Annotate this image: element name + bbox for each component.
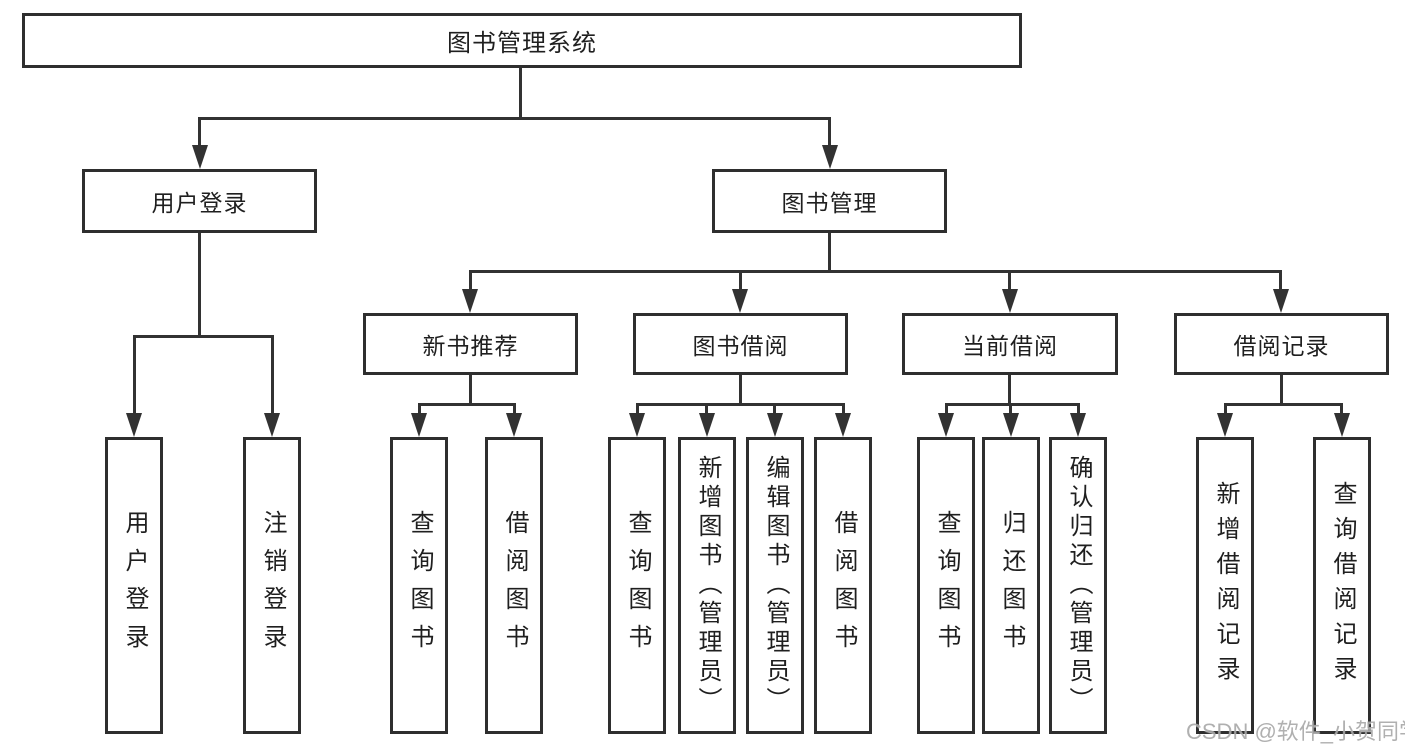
node-confirm-return-admin: 确认归还（管理员） [1049,437,1107,734]
node-current-borrowing: 当前借阅 [902,313,1118,375]
node-user-login: 用户登录 [82,169,317,233]
arrow-down-icon [264,413,280,437]
arrow-down-icon [1003,413,1019,437]
node-logout: 注销登录 [243,437,301,734]
arrow-down-icon [192,145,208,169]
connector-line [198,117,831,120]
connector-line [1009,403,1012,416]
node-return-books: 归还图书 [982,437,1040,734]
connector-line [418,403,421,416]
arrow-down-icon [1002,289,1018,313]
node-query-books-current: 查询图书 [917,437,975,734]
node-label: 用户登录 [151,190,248,216]
connector-line [1340,403,1343,416]
arrow-down-icon [1334,413,1350,437]
connector-line [198,117,201,149]
connector-line [945,403,1080,406]
connector-line [828,117,831,149]
arrow-down-icon [1273,289,1289,313]
node-library-management-system: 图书管理系统 [22,13,1022,68]
connector-line [945,403,948,416]
connector-line [418,403,516,406]
arrow-down-icon [462,289,478,313]
connector-line [636,403,639,416]
node-label: 新增图书（管理员） [694,455,721,716]
arrow-down-icon [1070,413,1086,437]
connector-line [705,403,708,416]
connector-line [133,335,274,338]
connector-line [1224,403,1227,416]
node-label: 借阅记录 [1233,333,1330,359]
node-label: 借阅图书 [501,509,528,662]
arrow-down-icon [835,413,851,437]
connector-line [636,403,845,406]
node-label: 编辑图书（管理员） [762,455,789,716]
node-add-books-admin: 新增图书（管理员） [678,437,736,734]
arrow-down-icon [1217,413,1233,437]
node-query-books-borrowing: 查询图书 [608,437,666,734]
connector-line [842,403,845,416]
connector-line [1008,375,1011,406]
connector-line [519,68,522,118]
node-book-management: 图书管理 [712,169,947,233]
connector-line [773,403,776,416]
node-label: 查询借阅记录 [1329,480,1356,691]
arrow-down-icon [126,413,142,437]
connector-line [1224,403,1343,406]
connector-line [469,375,472,406]
connector-line [1008,270,1011,292]
node-label: 查询图书 [933,509,960,662]
connector-line [1077,403,1080,416]
node-borrow-books: 借阅图书 [814,437,872,734]
arrow-down-icon [629,413,645,437]
node-label: 归还图书 [998,509,1025,662]
node-edit-books-admin: 编辑图书（管理员） [746,437,804,734]
node-query-books-recommend: 查询图书 [390,437,448,734]
connector-line [469,270,1282,273]
connector-line [739,270,742,292]
node-label: 图书管理 [781,190,878,216]
arrow-down-icon [767,413,783,437]
node-new-book-recommendation: 新书推荐 [363,313,578,375]
node-label: 注销登录 [259,509,286,662]
arrow-down-icon [732,289,748,313]
watermark: CSDN @软件_小贺同学 [1186,719,1405,744]
node-query-borrow-record: 查询借阅记录 [1313,437,1371,734]
node-label: 用户登录 [121,509,148,662]
node-label: 新增借阅记录 [1212,480,1239,691]
node-label: 当前借阅 [962,333,1058,359]
node-label: 确认归还（管理员） [1065,455,1092,716]
connector-line [469,270,472,292]
connector-line [1280,375,1283,406]
arrow-down-icon [938,413,954,437]
connector-line [1279,270,1282,292]
node-borrowing-records: 借阅记录 [1174,313,1389,375]
node-label: 借阅图书 [830,509,857,662]
node-book-borrowing: 图书借阅 [633,313,848,375]
arrow-down-icon [699,413,715,437]
arrow-down-icon [506,413,522,437]
connector-line [513,403,516,416]
arrow-down-icon [822,145,838,169]
arrow-down-icon [411,413,427,437]
node-label: 图书借阅 [692,333,789,359]
connector-line [133,335,136,415]
connector-line [828,233,831,272]
node-user-login-action: 用户登录 [105,437,163,734]
connector-line [198,233,201,336]
node-label: 新书推荐 [422,333,519,359]
node-label: 查询图书 [624,509,651,662]
connector-line [739,375,742,406]
node-label: 图书管理系统 [447,30,597,57]
node-label: 查询图书 [406,509,433,662]
node-borrow-books-recommend: 借阅图书 [485,437,543,734]
connector-line [271,335,274,415]
node-add-borrow-record: 新增借阅记录 [1196,437,1254,734]
